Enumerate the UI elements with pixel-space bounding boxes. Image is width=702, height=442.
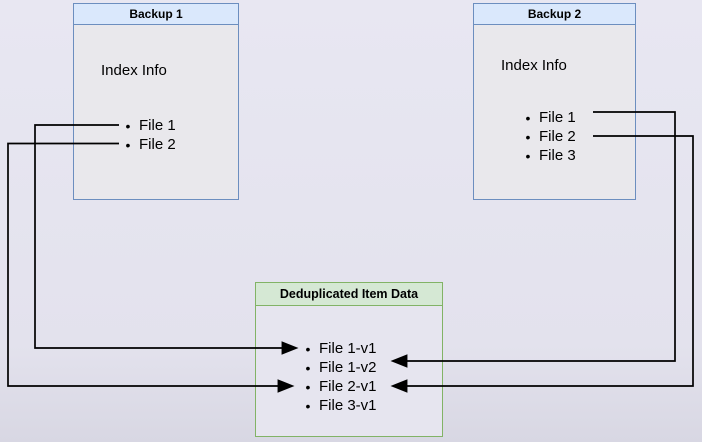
backup1-box: Backup 1 Index Info • File 1 • File 2 — [73, 3, 239, 200]
file-label: File 3 — [539, 147, 576, 164]
list-item: • File 2 — [122, 135, 176, 154]
bullet-icon: • — [305, 340, 311, 357]
dedup-box: Deduplicated Item Data • File 1-v1 • Fil… — [255, 282, 443, 437]
backup2-box: Backup 2 Index Info • File 1 • File 2 • … — [473, 3, 636, 200]
backup1-file-list: • File 1 • File 2 — [122, 116, 176, 154]
list-item: • File 3 — [522, 146, 576, 165]
dedup-file-list: • File 1-v1 • File 1-v2 • File 2-v1 • Fi… — [302, 339, 377, 415]
backup2-title: Backup 2 — [527, 7, 582, 21]
file-label: File 1-v1 — [319, 340, 377, 357]
dedup-header: Deduplicated Item Data — [256, 283, 442, 306]
backup2-file-list: • File 1 • File 2 • File 3 — [522, 108, 576, 165]
bullet-icon: • — [305, 359, 311, 376]
list-item: • File 1-v1 — [302, 339, 377, 358]
file-label: File 1 — [539, 109, 576, 126]
bullet-icon: • — [125, 136, 131, 153]
bullet-icon: • — [525, 128, 531, 145]
bullet-icon: • — [525, 147, 531, 164]
list-item: • File 1 — [522, 108, 576, 127]
list-item: • File 2-v1 — [302, 377, 377, 396]
list-item: • File 1-v2 — [302, 358, 377, 377]
backup1-subtitle: Index Info — [101, 62, 167, 79]
file-label: File 3-v1 — [319, 397, 377, 414]
file-label: File 2 — [539, 128, 576, 145]
list-item: • File 1 — [122, 116, 176, 135]
backup1-header: Backup 1 — [74, 4, 238, 25]
list-item: • File 2 — [522, 127, 576, 146]
file-label: File 1-v2 — [319, 359, 377, 376]
backup2-subtitle: Index Info — [501, 57, 567, 74]
file-label: File 2 — [139, 136, 176, 153]
bullet-icon: • — [305, 397, 311, 414]
backup2-header: Backup 2 — [474, 4, 635, 25]
bullet-icon: • — [525, 109, 531, 126]
file-label: File 2-v1 — [319, 378, 377, 395]
file-label: File 1 — [139, 117, 176, 134]
dedup-title: Deduplicated Item Data — [279, 287, 419, 301]
list-item: • File 3-v1 — [302, 396, 377, 415]
bullet-icon: • — [125, 117, 131, 134]
bullet-icon: • — [305, 378, 311, 395]
backup1-title: Backup 1 — [129, 7, 183, 21]
